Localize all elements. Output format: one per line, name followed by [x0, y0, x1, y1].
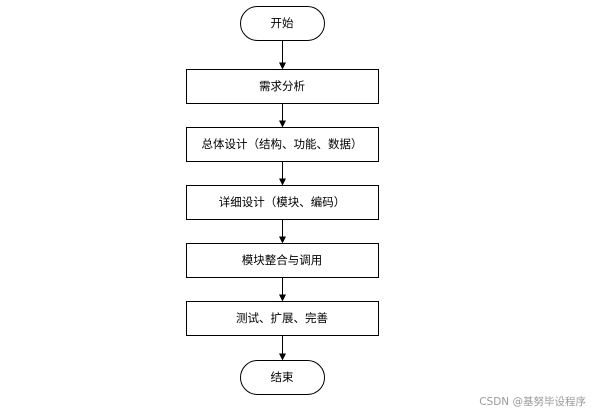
arrow-integration-to-testing	[279, 277, 286, 302]
arrowhead	[279, 62, 286, 70]
terminal-shape	[240, 360, 325, 395]
node-testing: 测试、扩展、完善	[186, 301, 379, 336]
arrowhead	[279, 353, 286, 361]
arrow-testing-to-end	[279, 335, 286, 361]
terminal-shape	[240, 6, 325, 41]
node-label-requirements: 需求分析	[259, 79, 305, 93]
flowchart-edges	[279, 40, 286, 361]
process-box	[186, 69, 379, 104]
arrow-start-to-requirements	[279, 40, 286, 70]
arrow-detailed-design-to-integration	[279, 219, 286, 244]
node-label-testing: 测试、扩展、完善	[236, 311, 328, 325]
process-box	[186, 301, 379, 336]
node-detailed-design: 详细设计（模块、编码）	[186, 185, 379, 220]
arrowhead	[279, 120, 286, 128]
node-start: 开始	[240, 6, 325, 41]
arrowhead	[279, 178, 286, 186]
node-requirements: 需求分析	[186, 69, 379, 104]
node-label-detailed-design: 详细设计（模块、编码）	[219, 195, 346, 209]
node-label-end: 结束	[271, 370, 294, 384]
watermark: CSDN @基努毕设程序	[479, 396, 586, 408]
process-box	[186, 127, 379, 162]
node-integration: 模块整合与调用	[186, 243, 379, 278]
arrow-requirements-to-overall-design	[279, 103, 286, 128]
arrow-overall-design-to-detailed-design	[279, 161, 286, 186]
node-label-start: 开始	[271, 16, 294, 30]
node-label-integration: 模块整合与调用	[242, 253, 323, 267]
node-overall-design: 总体设计（结构、功能、数据）	[186, 127, 379, 162]
process-box	[186, 243, 379, 278]
node-end: 结束	[240, 360, 325, 395]
node-label-overall-design: 总体设计（结构、功能、数据）	[202, 137, 363, 151]
arrowhead	[279, 236, 286, 244]
arrowhead	[279, 294, 286, 302]
process-box	[186, 185, 379, 220]
